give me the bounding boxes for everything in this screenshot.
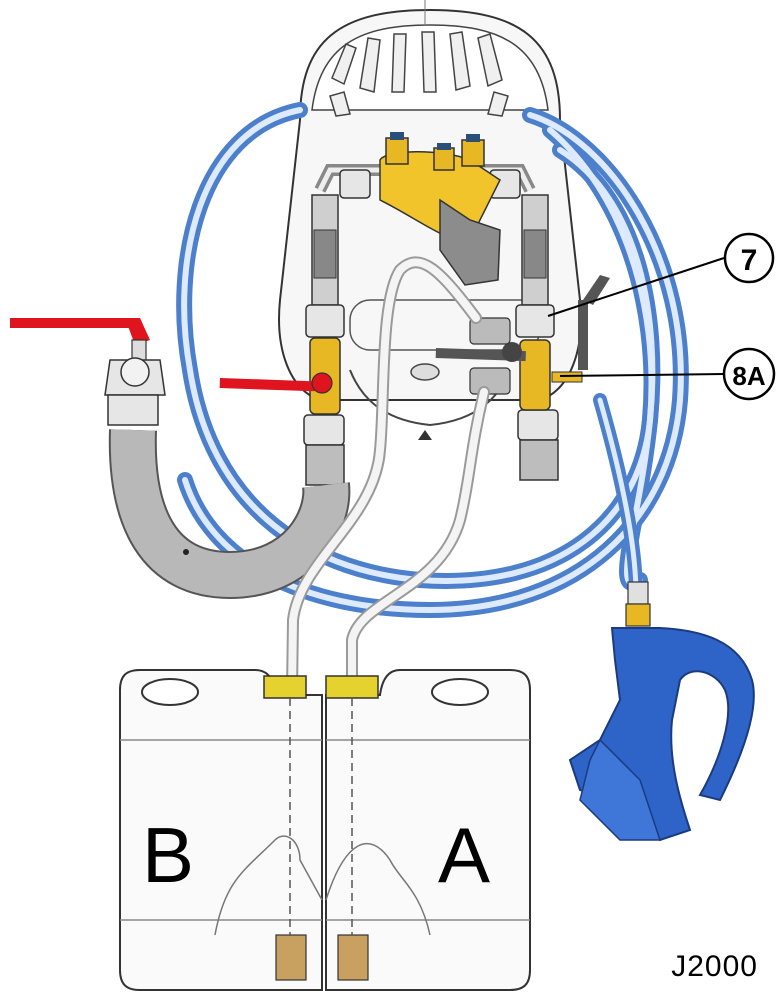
container-b-label: B — [142, 811, 194, 899]
callout-7: 7 — [547, 232, 775, 317]
pickup-tubes — [286, 256, 490, 696]
gray-u-hose — [108, 429, 351, 600]
brass-filter — [379, 132, 501, 286]
figure-code: J2000 — [671, 950, 758, 983]
wall-shutoff-valve — [10, 318, 166, 426]
container-b — [119, 669, 323, 991]
right-selector-valve — [435, 275, 610, 395]
manifold — [303, 164, 559, 486]
callout-8a-label: 8A — [732, 361, 765, 391]
callout-7-label: 7 — [741, 244, 758, 277]
container-a-label: A — [438, 811, 490, 899]
callout-8a: 8A — [559, 347, 776, 401]
left-valve-lever — [219, 372, 333, 394]
container-a — [325, 669, 531, 991]
spray-nozzle — [568, 581, 755, 842]
